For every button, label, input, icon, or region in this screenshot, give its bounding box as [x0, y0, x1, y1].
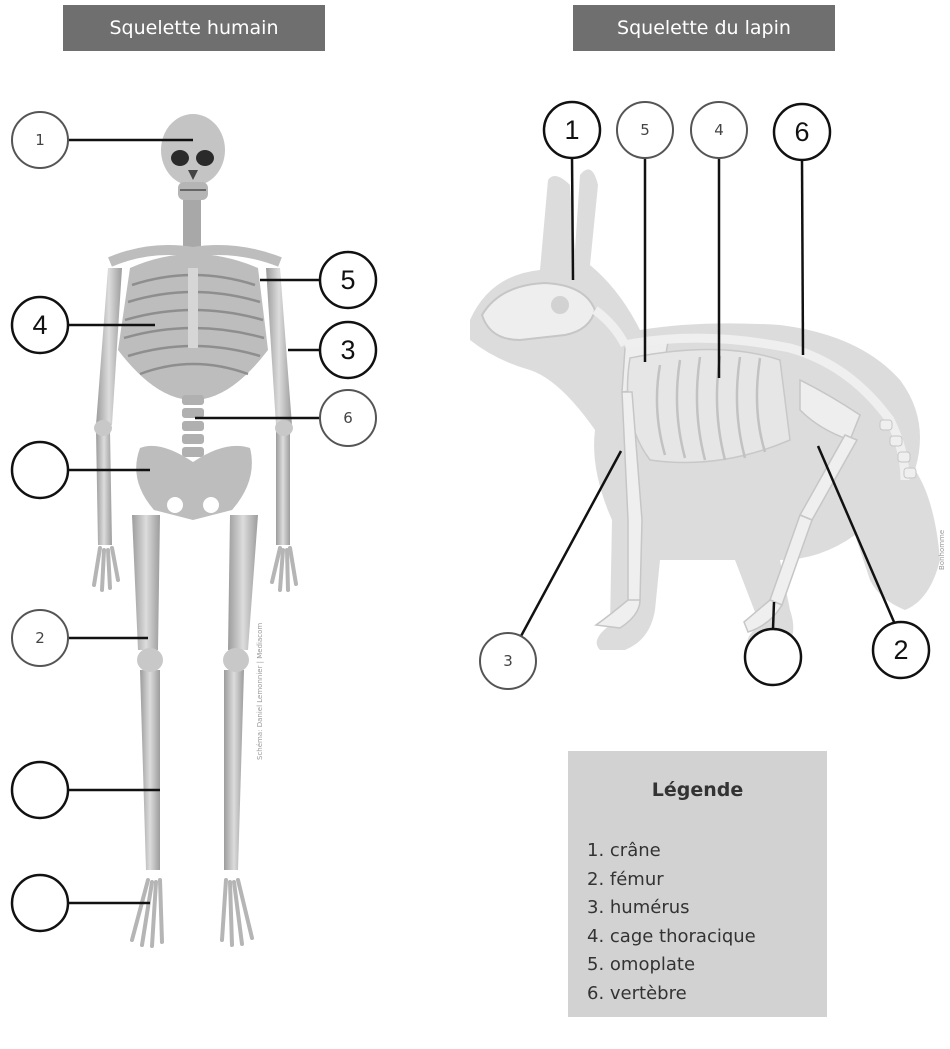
human-skeleton-drawing: Schéma: Daniel Lemonnier | Mediacom	[94, 114, 296, 946]
svg-text:6: 6	[794, 117, 809, 147]
svg-text:4: 4	[714, 121, 724, 139]
human-label-3: 3	[320, 322, 376, 378]
svg-text:5: 5	[340, 265, 355, 295]
svg-text:3: 3	[340, 335, 355, 365]
legend-item: 5. omoplate	[587, 951, 756, 980]
human-neck-vertebrae	[183, 200, 201, 250]
human-spine	[182, 395, 204, 457]
human-label-4: 4	[12, 297, 68, 353]
human-label-1: 1	[12, 112, 68, 168]
svg-text:2: 2	[35, 629, 45, 647]
legend-item: 1. crâne	[587, 837, 756, 866]
svg-text:1: 1	[35, 131, 45, 149]
svg-text:3: 3	[503, 652, 513, 670]
legend-item: 4. cage thoracique	[587, 923, 756, 952]
rabbit-label-5: 5	[617, 102, 673, 158]
legend-box: Légende 1. crâne 2. fémur 3. humérus 4. …	[568, 751, 827, 1017]
human-label-blank-pelvis	[12, 442, 68, 498]
human-label-blank-foot	[12, 875, 68, 931]
svg-text:5: 5	[640, 121, 650, 139]
legend-list: 1. crâne 2. fémur 3. humérus 4. cage tho…	[587, 837, 756, 1008]
rabbit-credit: Bonhomme	[938, 530, 946, 570]
svg-text:6: 6	[343, 409, 353, 427]
rabbit-label-2: 2	[873, 622, 929, 678]
svg-text:1: 1	[564, 115, 579, 145]
legend-item: 3. humérus	[587, 894, 756, 923]
human-credit: Schéma: Daniel Lemonnier | Mediacom	[256, 623, 264, 760]
human-label-2: 2	[12, 610, 68, 666]
legend-item: 6. vertèbre	[587, 980, 756, 1009]
human-label-blank-tibia	[12, 762, 68, 818]
rabbit-label-1: 1	[544, 102, 600, 158]
rabbit-label-blank-foot	[745, 629, 801, 685]
svg-text:4: 4	[32, 310, 47, 340]
human-label-6: 6	[320, 390, 376, 446]
legend-item: 2. fémur	[587, 866, 756, 895]
rabbit-label-6: 6	[774, 104, 830, 160]
svg-text:2: 2	[893, 635, 908, 665]
rabbit-label-4: 4	[691, 102, 747, 158]
human-label-5: 5	[320, 252, 376, 308]
rabbit-rib-cage	[628, 349, 791, 462]
legend-title: Légende	[568, 779, 827, 801]
rabbit-label-3: 3	[480, 633, 536, 689]
